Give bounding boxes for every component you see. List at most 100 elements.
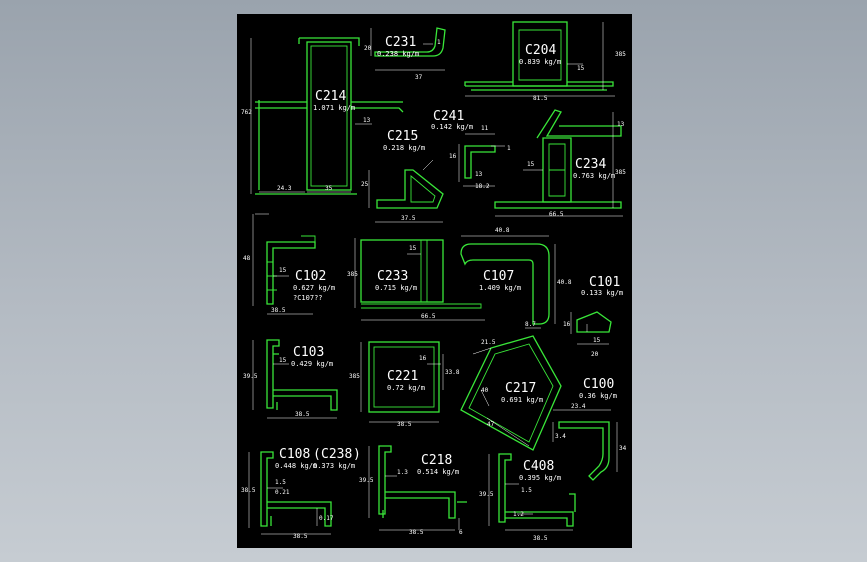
drawing-sheet: C214 1.071 kg/m 762 24.3 35 13 C231 0.23…	[237, 14, 632, 548]
c102-dim-1: 48	[243, 255, 251, 262]
c214-dimlines	[250, 38, 372, 194]
c101-weight: 0.133 kg/m	[581, 289, 623, 297]
c238-close-paren: )	[353, 447, 361, 462]
c215-dimlines	[368, 159, 443, 223]
c221-name: C221	[387, 369, 418, 384]
c231-dim-3: 1	[437, 39, 441, 46]
c241-outline	[464, 145, 496, 179]
profile-c103: C103 0.429 kg/m 39.5 15 38.5	[243, 339, 338, 419]
c233-dim-3: 66.5	[421, 313, 436, 320]
c234-inner	[548, 143, 566, 197]
c234-name: C234	[575, 157, 606, 172]
profile-c100: C100 0.36 kg/m 23.4 3.4 34	[552, 377, 627, 481]
c241-dim-4: 13	[475, 171, 483, 178]
c204-weight: 0.839 kg/m	[519, 58, 561, 66]
c241-weight: 0.142 kg/m	[431, 123, 473, 131]
c107-name: C107	[483, 269, 514, 284]
c231-dimlines	[370, 28, 445, 71]
c108-dim-2: 1.5	[275, 479, 286, 486]
c108-dim-1: 38.5	[241, 487, 256, 494]
c408-dim-4: 38.5	[533, 535, 548, 542]
c408-dimlines	[488, 454, 573, 531]
c234-dim-4: 66.5	[549, 211, 564, 218]
profile-catalog-drawing: C214 1.071 kg/m 762 24.3 35 13 C231 0.23…	[241, 21, 627, 542]
c102-dimlines	[252, 213, 313, 315]
c108-outline	[260, 451, 274, 527]
c214-weight: 1.071 kg/m	[313, 104, 355, 112]
c214-flanges	[255, 37, 404, 195]
c215-dim-2: 37.5	[401, 215, 416, 222]
c221-dim-2: 16	[419, 355, 427, 362]
profile-c221: C221 0.72 kg/m 385 16 33.8 38.5	[349, 341, 460, 428]
c214-dim-3: 35	[325, 185, 333, 192]
c101-dim-3: 20	[591, 351, 599, 358]
c238-open-paren: (	[313, 447, 321, 462]
c408-base	[505, 493, 576, 527]
c233-inner	[361, 240, 482, 309]
c101-outline	[576, 311, 612, 333]
c233-name: C233	[377, 269, 408, 284]
c215-inner	[410, 175, 436, 203]
c103-dimlines	[252, 340, 337, 419]
profile-c102: C102 0.627 kg/m ?C107?? 48 15 38.5	[243, 213, 335, 315]
profile-c408: C408 0.395 kg/m 39.5 1.5 1.2 38.5	[479, 453, 576, 542]
c218-weight: 0.514 kg/m	[417, 468, 459, 476]
c103-dim-1: 39.5	[243, 373, 258, 380]
c217-dimlines	[472, 347, 530, 447]
c108-dim-4: 38.5	[293, 533, 308, 540]
c408-outline	[498, 453, 512, 523]
c218-name: C218	[421, 453, 452, 468]
c101-name: C101	[589, 275, 620, 290]
c217-weight: 0.691 kg/m	[501, 396, 543, 404]
c233-dim-2: 15	[409, 245, 417, 252]
c408-dim-1: 39.5	[479, 491, 494, 498]
c100-outline	[558, 421, 610, 481]
c214-dim-2: 24.3	[277, 185, 292, 192]
c107-outline	[460, 243, 550, 325]
c217-outline	[460, 335, 562, 451]
profile-c218: C218 0.514 kg/m 39.5 1.3 38.5 6	[359, 445, 467, 536]
c221-inner	[373, 346, 435, 408]
c108-dimlines	[248, 452, 331, 535]
c238-name: C238	[321, 447, 352, 462]
c204-inner	[518, 29, 562, 81]
profile-c233: C233 0.715 kg/m 385 15 66.5	[347, 238, 485, 321]
c217-dim-1: 21.5	[481, 339, 496, 346]
c100-dim-2: 3.4	[555, 433, 566, 440]
c107-weight: 1.409 kg/m	[479, 284, 521, 292]
c408-dim-2: 1.5	[521, 487, 532, 494]
profile-c214: C214 1.071 kg/m 762 24.3 35 13	[241, 37, 404, 195]
c408-dim-3: 1.2	[513, 511, 524, 518]
c221-dim-3: 33.8	[445, 369, 460, 376]
profile-c234: C234 0.763 kg/m 13 385 15 66.5	[494, 109, 626, 218]
c204-dim-1: 385	[615, 51, 626, 58]
c100-dim-3: 34	[619, 445, 627, 452]
c233-dim-1: 385	[347, 271, 358, 278]
c100-dim-1: 23.4	[571, 403, 586, 410]
c215-outline	[376, 169, 444, 209]
c214-inner	[310, 45, 348, 187]
c234-dim-2: 385	[615, 169, 626, 176]
profile-c101: C101 0.133 kg/m 16 15 20	[563, 275, 623, 358]
c241-name: C241	[433, 109, 464, 124]
c215-weight: 0.218 kg/m	[383, 144, 425, 152]
c217-inner	[468, 343, 554, 443]
c101-dim-2: 15	[593, 337, 601, 344]
c102-dim-3: 38.5	[271, 307, 286, 314]
profile-c241: C241 0.142 kg/m 11 16 1 13 18.2	[431, 109, 511, 190]
c215-name: C215	[387, 129, 418, 144]
c221-outline	[368, 341, 440, 413]
c214-outline	[306, 41, 352, 191]
c217-dim-2: 40	[481, 387, 489, 394]
c218-outline	[378, 445, 392, 515]
c101-dimlines	[570, 312, 609, 345]
profile-c204: C204 0.839 kg/m 385 81.5 15	[464, 21, 626, 102]
c100-dimlines	[552, 409, 618, 472]
c100-weight: 0.36 kg/m	[579, 392, 617, 400]
profile-c231: C231 0.238 kg/m 20 37 1	[364, 27, 446, 81]
c231-dim-1: 20	[364, 45, 372, 52]
c241-dim-5: 18.2	[475, 183, 490, 190]
profile-c215: C215 0.218 kg/m 25 37.5	[361, 129, 444, 223]
c218-dim-4: 6	[459, 529, 463, 536]
c214-dim-4: 13	[363, 117, 371, 124]
